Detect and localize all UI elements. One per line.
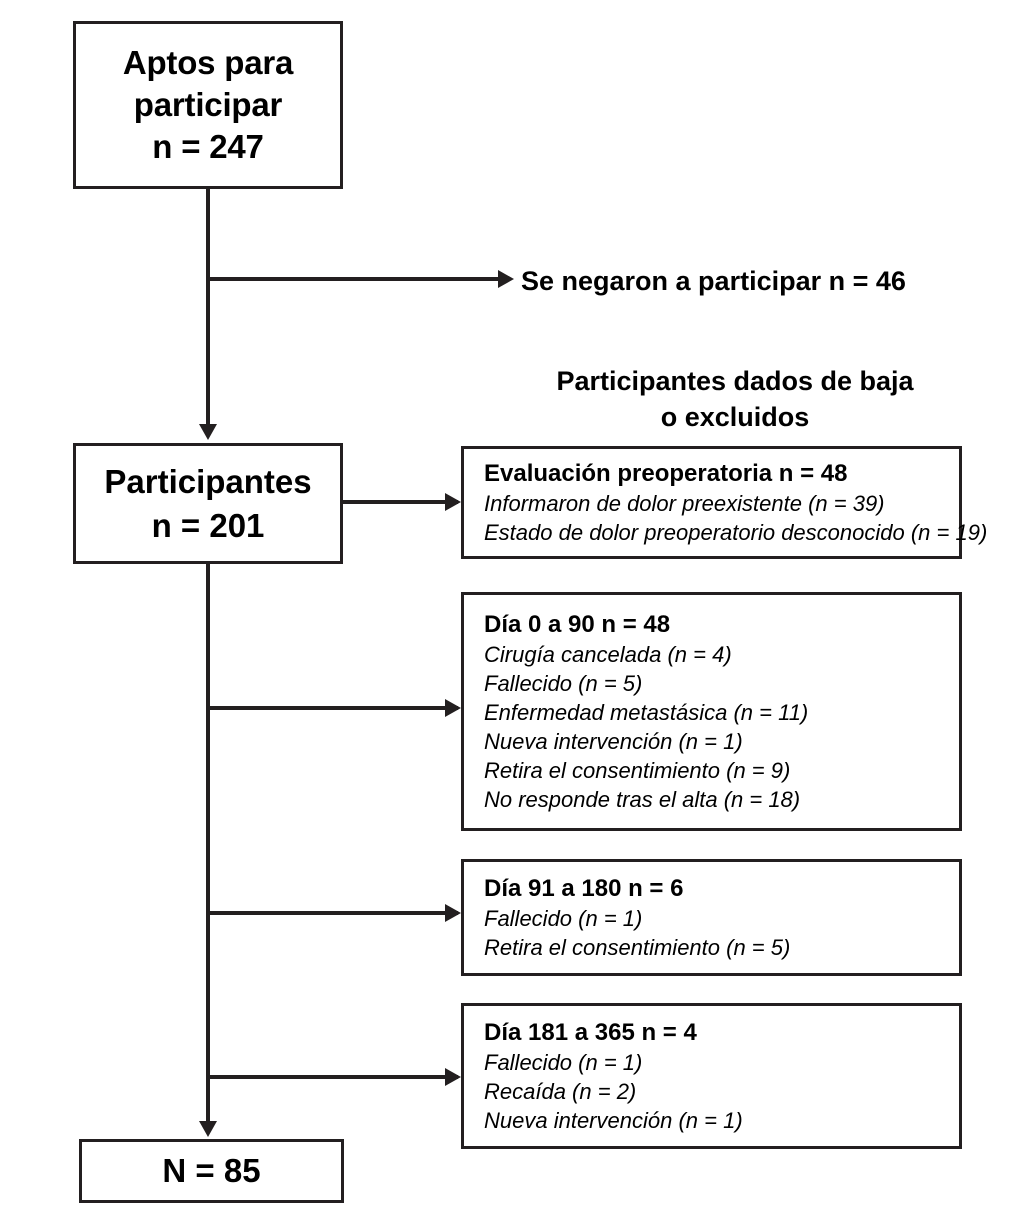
exclusion-item: Retira el consentimiento (n = 9)	[484, 758, 791, 783]
arrow-to-preop	[445, 493, 461, 511]
exclusion-box-day91-180: Día 91 a 180 n = 6 Fallecido (n = 1) Ret…	[461, 859, 962, 976]
exclusion-title: Evaluación preoperatoria n = 48	[484, 460, 848, 487]
exclusion-item: Cirugía cancelada (n = 4)	[484, 642, 732, 667]
node-participants: Participantes n = 201	[73, 443, 343, 564]
arrow-to-day0-90	[445, 699, 461, 717]
arrow-to-refused	[498, 270, 514, 288]
node-final: N = 85	[79, 1139, 344, 1203]
connector-participants-trunk	[206, 564, 210, 1121]
arrow-to-day91-180	[445, 904, 461, 922]
exclusion-item: No responde tras el alta (n = 18)	[484, 787, 801, 812]
arrow-into-participants	[199, 424, 217, 440]
exclusion-title: Día 0 a 90 n = 48	[484, 611, 671, 638]
exclusion-item: Fallecido (n = 5)	[484, 671, 643, 696]
connector-eligible-trunk	[206, 189, 210, 424]
connector-refused	[206, 277, 500, 281]
node-eligible-line3: n = 247	[152, 128, 264, 165]
exclusions-header-line2: o excluidos	[660, 402, 810, 432]
node-participants-line2: n = 201	[151, 506, 265, 544]
arrow-to-day181-365	[445, 1068, 461, 1086]
exclusion-title: Día 91 a 180 n = 6	[484, 875, 684, 902]
exclusions-header-line1: Participantes dados de baja	[556, 366, 914, 396]
exclusion-item: Nueva intervención (n = 1)	[484, 1108, 743, 1133]
node-eligible-line1: Aptos para	[122, 44, 294, 81]
connector-day181-365	[206, 1075, 458, 1079]
exclusion-box-preop: Evaluación preoperatoria n = 48 Informar…	[461, 446, 987, 559]
exclusion-item: Enfermedad metastásica (n = 11)	[484, 700, 809, 725]
exclusion-item: Nueva intervención (n = 1)	[484, 729, 743, 754]
node-participants-line1: Participantes	[104, 462, 312, 500]
exclusion-item: Retira el consentimiento (n = 5)	[484, 935, 791, 960]
exclusion-box-day0-90: Día 0 a 90 n = 48 Cirugía cancelada (n =…	[461, 592, 962, 831]
exclusion-item: Fallecido (n = 1)	[484, 1050, 643, 1075]
connector-preop	[342, 500, 458, 504]
connector-day0-90	[206, 706, 458, 710]
node-eligible: Aptos para participar n = 247	[73, 21, 343, 189]
arrow-into-final	[199, 1121, 217, 1137]
exclusion-item: Estado de dolor preoperatorio desconocid…	[484, 520, 988, 545]
exclusions-header: Participantes dados de baja o excluidos	[490, 363, 980, 435]
exclusion-item: Informaron de dolor preexistente (n = 39…	[484, 491, 885, 516]
node-eligible-line2: participar	[133, 86, 283, 123]
node-final-label: N = 85	[162, 1152, 261, 1189]
connector-day91-180	[206, 911, 458, 915]
exclusion-item: Fallecido (n = 1)	[484, 906, 643, 931]
exclusion-box-day181-365: Día 181 a 365 n = 4 Fallecido (n = 1) Re…	[461, 1003, 962, 1149]
exclusion-title: Día 181 a 365 n = 4	[484, 1019, 697, 1046]
label-refused: Se negaron a participar n = 46	[521, 266, 906, 296]
exclusion-item: Recaída (n = 2)	[484, 1079, 637, 1104]
